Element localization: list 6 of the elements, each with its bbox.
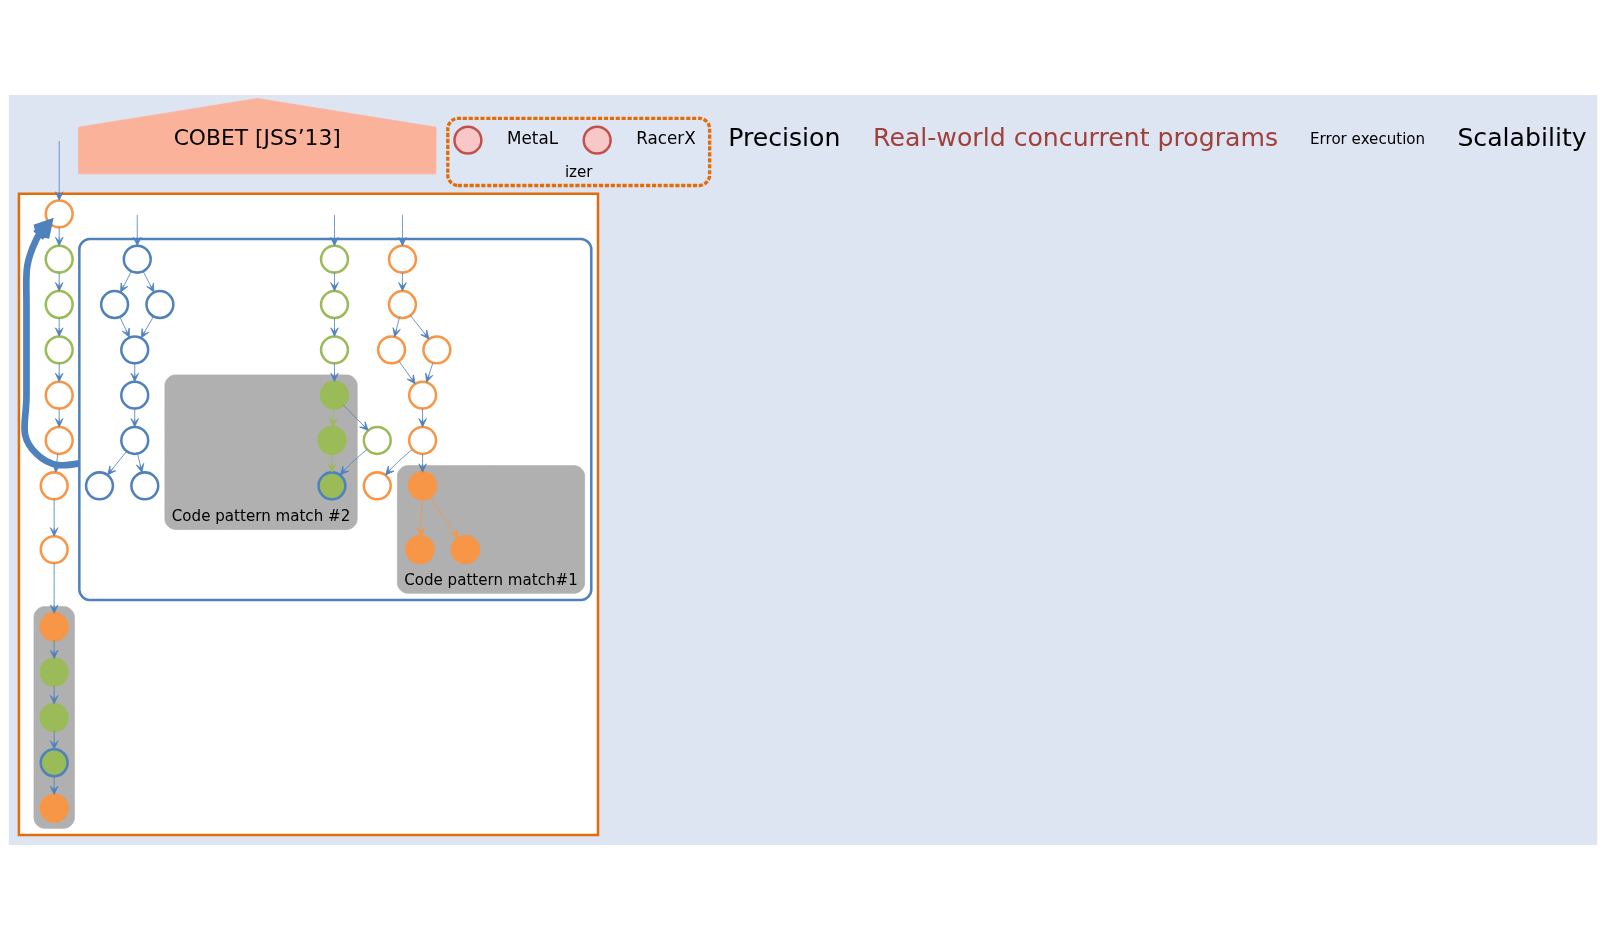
label: Real-world concurrent programs <box>873 123 1279 153</box>
label: Scalability <box>1457 123 1587 153</box>
node-label: RacerX <box>636 128 696 149</box>
node-label: MetaL <box>507 128 559 149</box>
label: Precision <box>728 123 841 153</box>
label: Error execution <box>1310 129 1426 148</box>
